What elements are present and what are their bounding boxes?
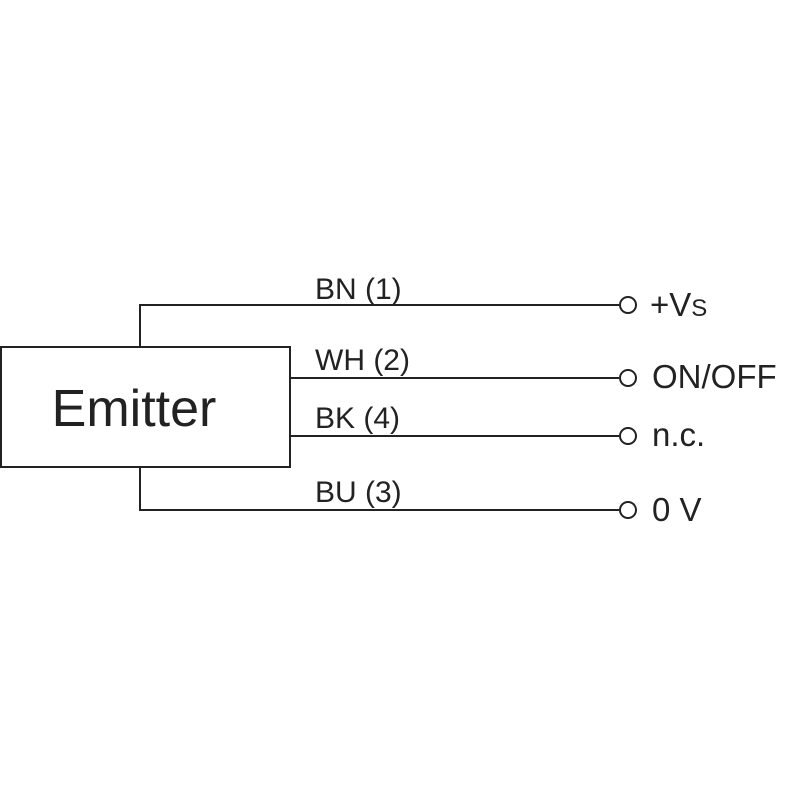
wire-label-wh: WH (2) [315,344,410,377]
emitter-label: Emitter [52,380,217,438]
terminal-label-0v: 0 V [652,491,702,528]
terminal-0v [619,501,637,519]
emitter-box [0,346,291,468]
connection-bu: BU (3) 0 V [139,467,702,528]
connection-bk: BK (4) n.c. [290,402,705,453]
terminal-label-nc: n.c. [652,416,705,453]
wire-bu [139,467,619,511]
terminal-nc [619,427,637,445]
terminal-on-off [619,369,637,387]
wire-label-bu: BU (3) [315,476,402,509]
terminal-label-on-off: ON/OFF [652,358,777,395]
emitter-block: Emitter [0,346,291,468]
terminal-label-vs: +VS [650,286,707,323]
terminal-label-vs-main: +V [650,286,691,323]
terminal-label-vs-subscript: S [691,295,707,322]
connection-wh: WH (2) ON/OFF [290,344,777,395]
connection-bn: BN (1) +VS [139,273,707,347]
terminal-vs [619,296,637,314]
wire-label-bn: BN (1) [315,273,402,306]
wire-label-bk: BK (4) [315,402,400,435]
wire-bn [139,304,619,347]
